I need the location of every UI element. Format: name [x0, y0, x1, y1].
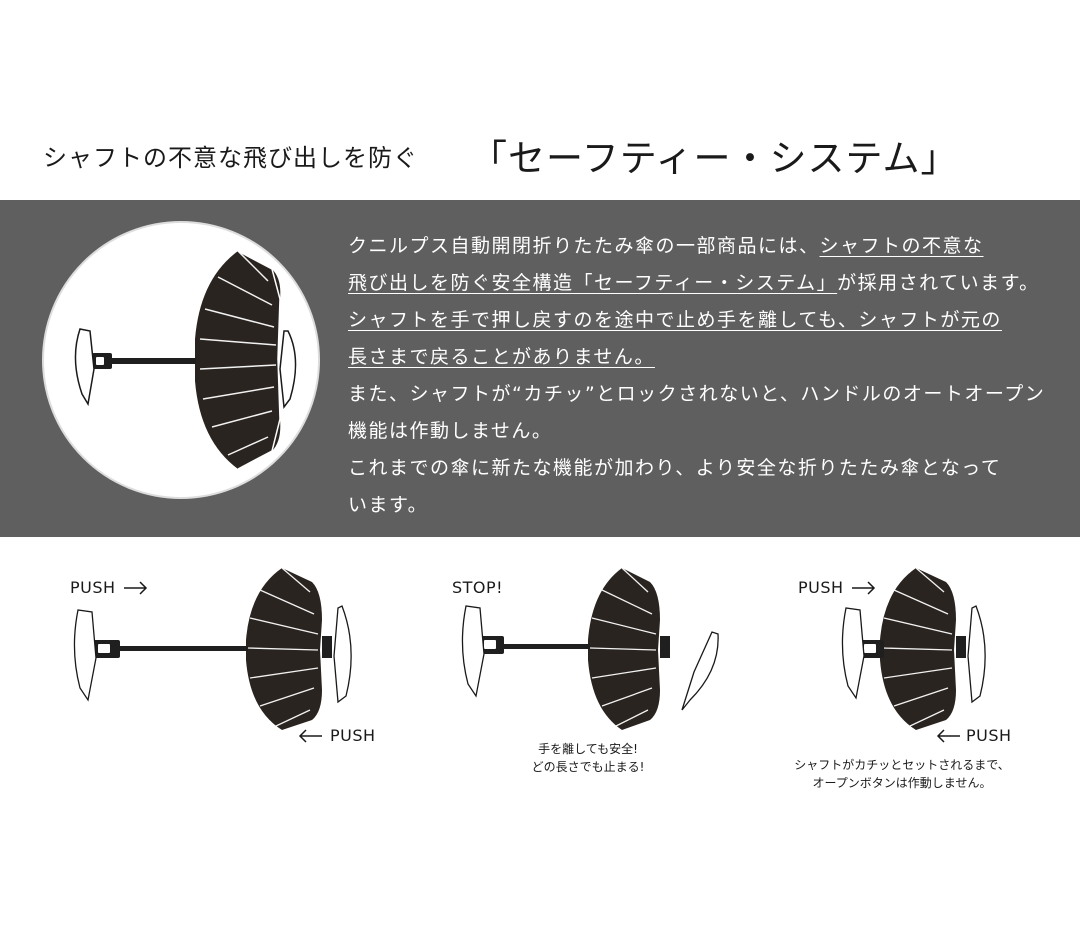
umbrella-circle-drawing [42, 221, 320, 499]
desc-line-3: シャフトを手で押し戻すのを途中で止め手を離しても、シャフトが元の [348, 302, 1058, 339]
step-3-push-arrow-right-icon [852, 581, 876, 595]
umbrella-canopy-icon [195, 250, 281, 470]
step-1-bottom-label: PUSH [330, 726, 376, 745]
desc-line-2: 飛び出しを防ぐ安全構造「セーフティー・システム」が採用されています。 [348, 265, 1058, 302]
desc-line-4: 長さまで戻ることがありません。 [348, 339, 1058, 376]
right-hand-icon [279, 330, 297, 409]
step-2: STOP! 手を離しても安全! どの長さでも止まる! [450, 560, 750, 820]
step-1-push-arrow-left-icon [298, 729, 322, 743]
desc-p1-plain: クニルプス自動開閉折りたたみ傘の一部商品には、 [348, 235, 820, 257]
step-3-caption-line-2: オープンボタンは作動しません。 [812, 776, 992, 790]
step-3-caption: シャフトがカチッとセットされるまで、 オープンボタンは作動しません。 [782, 756, 1022, 792]
step-2-caption-line-1: 手を離しても安全! [538, 742, 638, 756]
click-illustration: “CLICK” easy closing [40, 219, 322, 501]
desc-p1-underline-b: 飛び出しを防ぐ安全構造「セーフティー・システム」 [348, 272, 838, 294]
desc-p2-underline-b: 長さまで戻ることがありません。 [348, 346, 655, 368]
step-1-right-hand-icon [333, 605, 352, 704]
step-1-push-arrow-right-icon [124, 581, 148, 595]
desc-p2-underline-a: シャフトを手で押し戻すのを途中で止め手を離しても、シャフトが元の [348, 309, 1002, 331]
step-2-left-hand-icon [461, 605, 485, 698]
step-2-caption: 手を離しても安全! どの長さでも止まる! [498, 740, 678, 776]
heading: シャフトの不意な飛び出しを防ぐ 「セーフティー・システム」 [0, 128, 1080, 188]
step-1-drawing [73, 567, 352, 743]
step-2-caption-line-2: どの長さでも止まる! [531, 760, 645, 774]
desc-line-8: います。 [348, 494, 429, 516]
heading-subtitle: シャフトの不意な飛び出しを防ぐ [43, 144, 418, 172]
desc-line-6: 機能は作動しません。 [348, 420, 553, 442]
step-1: PUSH PUSH [60, 560, 390, 820]
step-3-right-hand-icon [967, 605, 986, 704]
click-label: “CLICK” [100, 309, 181, 333]
step-2-top-label: STOP! [452, 578, 504, 597]
desc-p1-underline-a: シャフトの不意な [819, 235, 984, 257]
description: クニルプス自動開閉折りたたみ傘の一部商品には、シャフトの不意な 飛び出しを防ぐ安… [348, 228, 1058, 524]
step-3-top-label: PUSH [798, 578, 844, 597]
easy-closing-label: easy closing [74, 427, 198, 449]
desc-p1-tail: が採用されています。 [837, 272, 1040, 294]
step-3-bottom-label: PUSH [966, 726, 1012, 745]
step-3-left-hand-icon [841, 607, 865, 700]
step-3-caption-line-1: シャフトがカチッとセットされるまで、 [794, 758, 1010, 772]
step-2-open-hand-icon [681, 631, 719, 711]
left-hand-icon [74, 328, 95, 407]
step-1-top-label: PUSH [70, 578, 116, 597]
step-2-drawing [461, 567, 719, 730]
step-3-drawing [841, 567, 986, 743]
step-3-push-arrow-left-icon [936, 729, 960, 743]
step-1-left-hand-icon [73, 609, 97, 702]
desc-line-1: クニルプス自動開閉折りたたみ傘の一部商品には、シャフトの不意な [348, 228, 1058, 265]
desc-line-7: これまでの傘に新たな機能が加わり、より安全な折りたたみ傘となって [348, 457, 1002, 479]
step-3: PUSH PUSH シャフトがカチッとセットされるまで、 オープンボタンは作動し… [780, 560, 1070, 820]
desc-line-5: また、シャフトが“カチッ”とロックされないと、ハンドルのオートオープン [348, 383, 1046, 405]
arrows-inward-icon [114, 387, 186, 411]
heading-title: 「セーフティー・システム」 [470, 137, 959, 180]
